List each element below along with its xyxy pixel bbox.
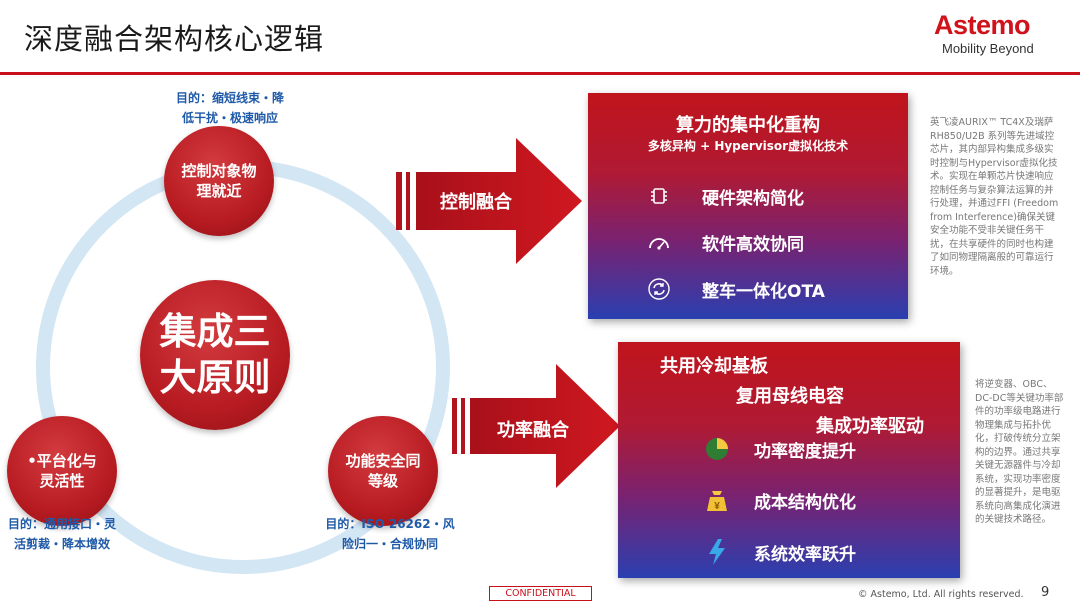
confidential-label: CONFIDENTIAL — [489, 586, 592, 601]
chip-icon — [646, 183, 672, 209]
power-item-cost-label: 成本结构优化 — [754, 492, 856, 513]
power-fusion-arrow — [452, 364, 620, 488]
center-principles-circle: 集成三 大原则 — [140, 280, 290, 430]
power-item-density-label: 功率密度提升 — [754, 441, 856, 462]
power-item-cost: ¥ 成本结构优化 — [704, 487, 856, 513]
power-fusion-panel: 共用冷却基板 复用母线电容 集成功率驱动 功率密度提升 ¥ 成本结构优化 系统效… — [618, 342, 960, 578]
control-item-software: 软件高效协同 — [646, 229, 804, 255]
principle-platform-line2: 灵活性 — [39, 472, 85, 490]
power-line-driver: 集成功率驱动 — [816, 416, 924, 437]
goal-top-line2: 低干扰・极速响应 — [181, 111, 278, 125]
control-item-ota: 整车一体化OTA — [646, 276, 825, 302]
power-item-density: 功率密度提升 — [704, 436, 856, 462]
control-item-software-label: 软件高效协同 — [702, 234, 804, 255]
svg-text:¥: ¥ — [714, 501, 720, 512]
refresh-icon — [646, 276, 672, 302]
power-fusion-label: 功率融合 — [497, 420, 569, 441]
principle-platform-line1: •平台化与 — [27, 452, 97, 470]
control-item-hardware: 硬件架构简化 — [646, 183, 804, 209]
power-line-capacitor: 复用母线电容 — [736, 386, 844, 407]
goal-top-line1: 目的：缩短线束・降 — [175, 91, 284, 105]
principle-safety-circle: 功能安全同 等级 — [328, 416, 438, 526]
power-item-efficiency: 系统效率跃升 — [704, 539, 856, 565]
logo-wordmark: Astemo — [934, 10, 1031, 40]
control-fusion-arrow — [396, 138, 582, 264]
gauge-icon — [646, 229, 672, 255]
goal-right-line1: 目的：ISO 26262・风 — [325, 517, 455, 531]
control-fusion-label: 控制融合 — [440, 192, 512, 213]
control-panel-title: 算力的集中化重构 — [676, 115, 820, 136]
lightning-icon — [704, 539, 730, 565]
principle-platform-circle: •平台化与 灵活性 — [7, 416, 117, 526]
goal-left-line1: 目的：通用接口・灵 — [7, 517, 116, 531]
goal-right-line2: 险归一・合规协同 — [341, 537, 438, 551]
control-fusion-note: 英飞凌AURIX™ TC4X及瑞萨RH850/U2B 系列等先进域控芯片，其内部… — [930, 117, 1059, 277]
copyright-text: © Astemo, Ltd. All rights reserved. — [858, 589, 1024, 600]
goal-right: 目的：ISO 26262・风 险归一・合规协同 — [322, 514, 458, 554]
control-fusion-panel: 算力的集中化重构 多核异构 + Hypervisor虚拟化技术 硬件架构简化 软… — [588, 93, 908, 319]
goal-top: 目的：缩短线束・降 低干扰・极速响应 — [168, 88, 292, 128]
money-bag-icon: ¥ — [704, 487, 730, 513]
power-item-efficiency-label: 系统效率跃升 — [754, 544, 856, 565]
principle-safety-line2: 等级 — [367, 472, 398, 490]
logo-tagline: Mobility Beyond — [942, 41, 1034, 56]
principle-proximity-line2: 理就近 — [196, 182, 242, 200]
center-line1: 集成三 — [159, 310, 271, 353]
control-item-hardware-label: 硬件架构简化 — [702, 188, 804, 209]
page-number: 9 — [1041, 585, 1050, 600]
header-divider — [0, 72, 1080, 75]
astemo-logo: Astemo Mobility Beyond — [934, 10, 1060, 58]
control-item-ota-label: 整车一体化OTA — [702, 281, 825, 302]
principle-proximity-circle: 控制对象物 理就近 — [164, 126, 274, 236]
principle-proximity-line1: 控制对象物 — [181, 162, 257, 180]
power-fusion-note: 将逆变器、OBC、DC-DC等关键功率部件的功率级电路进行物理集成与拓扑优化，打… — [975, 379, 1064, 525]
goal-left-line2: 活剪裁・降本增效 — [13, 537, 110, 551]
goal-left: 目的：通用接口・灵 活剪裁・降本增效 — [0, 514, 124, 554]
principle-safety-line1: 功能安全同 — [345, 452, 421, 470]
center-line2: 大原则 — [159, 356, 271, 399]
pie-chart-icon — [704, 436, 730, 462]
control-panel-subtitle: 多核异构 + Hypervisor虚拟化技术 — [647, 139, 849, 153]
page-title: 深度融合架构核心逻辑 — [24, 22, 325, 56]
power-line-cooling: 共用冷却基板 — [660, 356, 768, 377]
